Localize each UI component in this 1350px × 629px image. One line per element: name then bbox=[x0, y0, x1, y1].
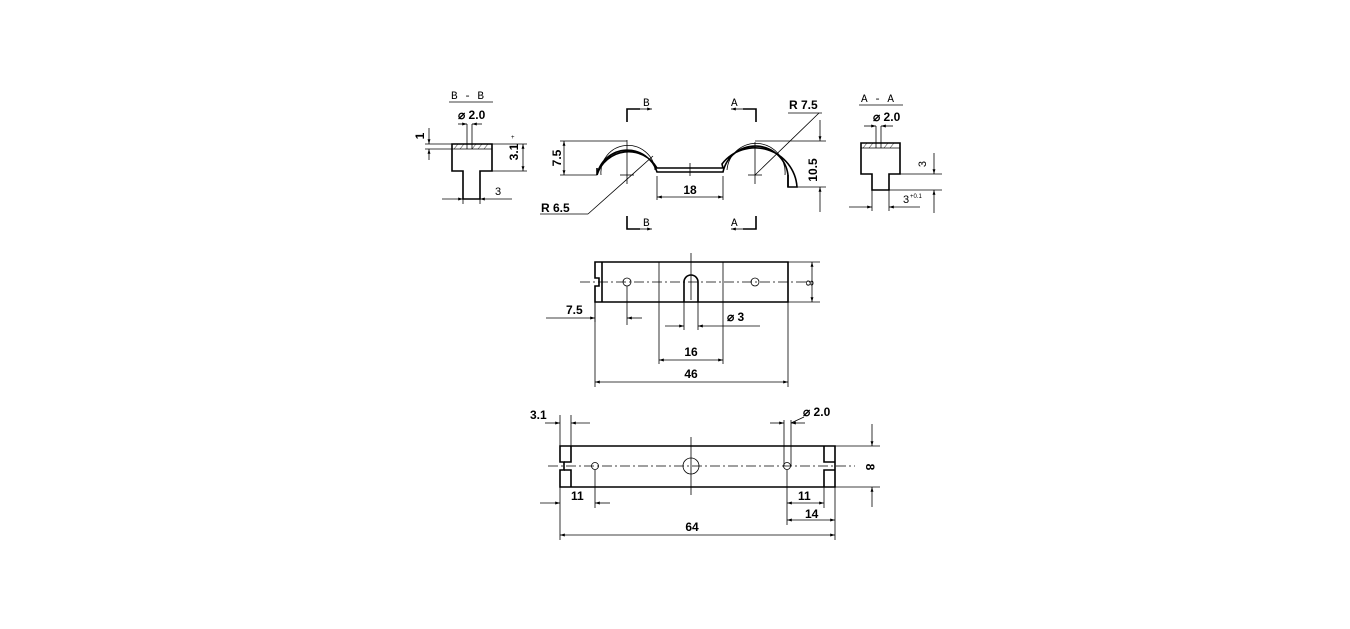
bottom-view-right-outer-dim: 14 bbox=[805, 507, 819, 521]
section-bb-hole-dim: ⌀ 2.0 bbox=[458, 108, 486, 122]
section-marker-a-bottom bbox=[743, 216, 757, 230]
top-view-length-dim: 46 bbox=[684, 367, 698, 381]
section-marker-b-top bbox=[626, 108, 640, 122]
top-view-width-dim: 8 bbox=[803, 280, 815, 286]
top-view-center-dim: 16 bbox=[684, 345, 698, 359]
section-aa-width-tol: +0.1 bbox=[910, 194, 923, 200]
r-big-dim: R 7.5 bbox=[789, 98, 818, 112]
bottom-view-right-dim: 11 bbox=[798, 489, 811, 503]
label-a-bottom: A bbox=[731, 218, 738, 230]
section-aa-step-dim: 3 bbox=[917, 161, 929, 167]
section-aa-view: A - A ⌀ 2.0 3 3 +0.1 bbox=[849, 94, 942, 213]
r-small-leader bbox=[587, 155, 654, 215]
bottom-view-length-dim: 64 bbox=[685, 520, 699, 534]
section-aa-title: A - A bbox=[861, 94, 894, 106]
bottom-view-hole-right bbox=[783, 462, 791, 470]
top-view-center-slot bbox=[683, 274, 699, 302]
bottom-view-hole-leader bbox=[790, 416, 805, 424]
top-view-hole-right bbox=[750, 277, 760, 287]
bottom-view-left-notch bbox=[564, 446, 572, 487]
bottom-view-notch-dim: 3.1 bbox=[530, 408, 547, 422]
section-marker-b-bottom bbox=[626, 216, 640, 230]
section-bb-height-sup: + bbox=[511, 135, 515, 141]
clamp-inner-left bbox=[600, 145, 656, 176]
bottom-view: 3.1 ⌀ 2.0 8 11 11 14 64 bbox=[530, 405, 880, 540]
section-marker-a-top bbox=[743, 108, 757, 122]
bottom-view-width-dim: 8 bbox=[863, 464, 877, 471]
bottom-view-right-notch bbox=[823, 446, 835, 487]
bottom-view-hole-dim: ⌀ 2.0 bbox=[803, 405, 831, 419]
section-aa-outline bbox=[860, 142, 901, 191]
front-left-height-dim: 7.5 bbox=[550, 149, 564, 166]
label-b-top: B bbox=[643, 98, 650, 110]
section-bb-height-dim: 3.1 bbox=[507, 143, 521, 160]
r-big-leader bbox=[754, 112, 820, 176]
top-view: 8 7.5 ⌀ 3 16 46 bbox=[546, 253, 820, 387]
bottom-view-hole-left bbox=[591, 462, 599, 470]
top-view-offset-dim: 7.5 bbox=[566, 303, 583, 317]
top-view-outline bbox=[594, 261, 789, 303]
front-view: B A B A R 7.5 R 6.5 7.5 bbox=[540, 98, 826, 231]
bottom-view-left-dim: 11 bbox=[571, 489, 584, 503]
section-bb-outline bbox=[451, 143, 493, 200]
label-b-bottom: B bbox=[643, 218, 650, 230]
front-span-dim: 18 bbox=[683, 183, 697, 197]
section-aa-hatching bbox=[862, 142, 895, 149]
section-bb-hatching bbox=[453, 143, 489, 150]
label-a-top: A bbox=[731, 98, 738, 110]
section-aa-hole-dim: ⌀ 2.0 bbox=[873, 110, 901, 124]
section-aa-width-dim: 3 bbox=[903, 194, 909, 206]
top-view-hole-dim: ⌀ 3 bbox=[727, 310, 745, 324]
front-right-height-dim: 10.5 bbox=[806, 158, 820, 182]
r-small-dim: R 6.5 bbox=[541, 201, 570, 215]
clamp-inner-right bbox=[726, 142, 786, 176]
section-bb-width-dim: 3 bbox=[495, 186, 501, 198]
section-bb-view: B - B ⌀ 2.0 1 3.1 + bbox=[413, 91, 527, 204]
front-center-marks bbox=[620, 140, 762, 184]
section-bb-dim-top: 1 bbox=[413, 132, 427, 139]
bottom-view-outline bbox=[559, 445, 836, 488]
section-bb-title: B - B bbox=[451, 91, 484, 103]
bottom-view-hole-center bbox=[682, 457, 700, 475]
